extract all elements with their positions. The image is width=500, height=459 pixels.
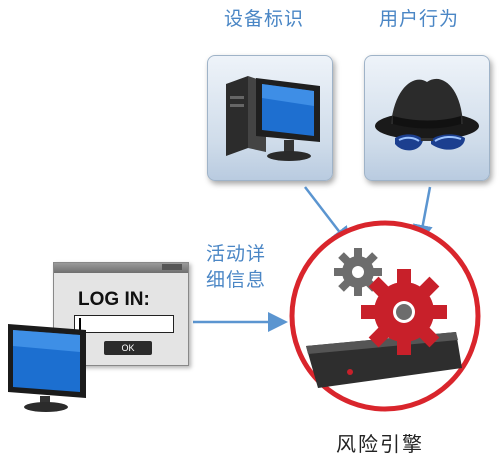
login-dialog: LOG IN: OK [53, 262, 189, 366]
window-buttons-icon [162, 264, 182, 270]
user-behavior-label: 用户行为 [379, 8, 460, 30]
ok-button-label: OK [121, 343, 135, 353]
hat-and-glasses-icon [375, 78, 479, 151]
login-input[interactable] [74, 315, 174, 333]
risk-engine-label: 风险引擎 [336, 432, 424, 456]
behavior-panel [364, 55, 490, 181]
arrow-device-to-engine [304, 186, 352, 247]
arrow-behavior-to-engine [412, 186, 433, 245]
ok-button[interactable]: OK [104, 341, 152, 355]
device-panel [207, 55, 333, 181]
dialog-titlebar [54, 263, 188, 273]
activity-details-label-line1: 活动详 [206, 243, 267, 265]
login-title: LOG IN: [78, 289, 150, 310]
activity-details-label-line2: 细信息 [206, 269, 267, 291]
desktop-computer-icon [226, 76, 320, 161]
text-cursor-icon [79, 318, 81, 330]
device-id-label: 设备标识 [224, 8, 305, 30]
